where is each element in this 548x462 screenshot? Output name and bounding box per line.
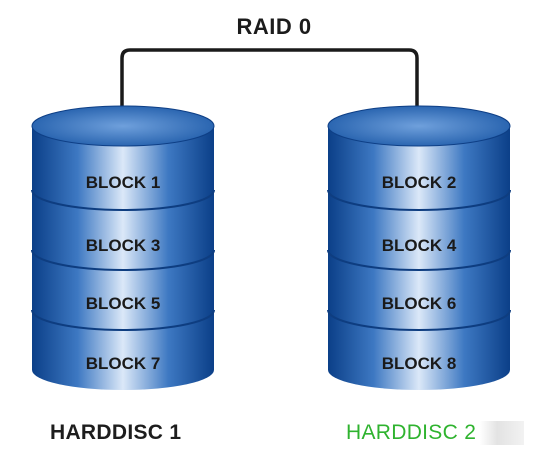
block-label: BLOCK 7	[86, 354, 161, 373]
block-label: BLOCK 8	[382, 354, 457, 373]
harddisc-1-cylinder	[31, 105, 215, 390]
block-label: BLOCK 5	[86, 294, 161, 313]
block-label: BLOCK 4	[382, 236, 457, 255]
harddisc-2-cylinder	[327, 105, 511, 390]
block-label: BLOCK 1	[86, 173, 161, 192]
harddisc-1-label: HARDDISC 1	[50, 421, 182, 444]
block-label: BLOCK 2	[382, 173, 457, 192]
harddisc-2-label: HARDDISC 2	[346, 421, 525, 445]
raid-connector-line	[120, 48, 419, 120]
block-label: BLOCK 6	[382, 294, 457, 313]
block-label: BLOCK 3	[86, 236, 161, 255]
diagram-title: RAID 0	[236, 14, 312, 39]
